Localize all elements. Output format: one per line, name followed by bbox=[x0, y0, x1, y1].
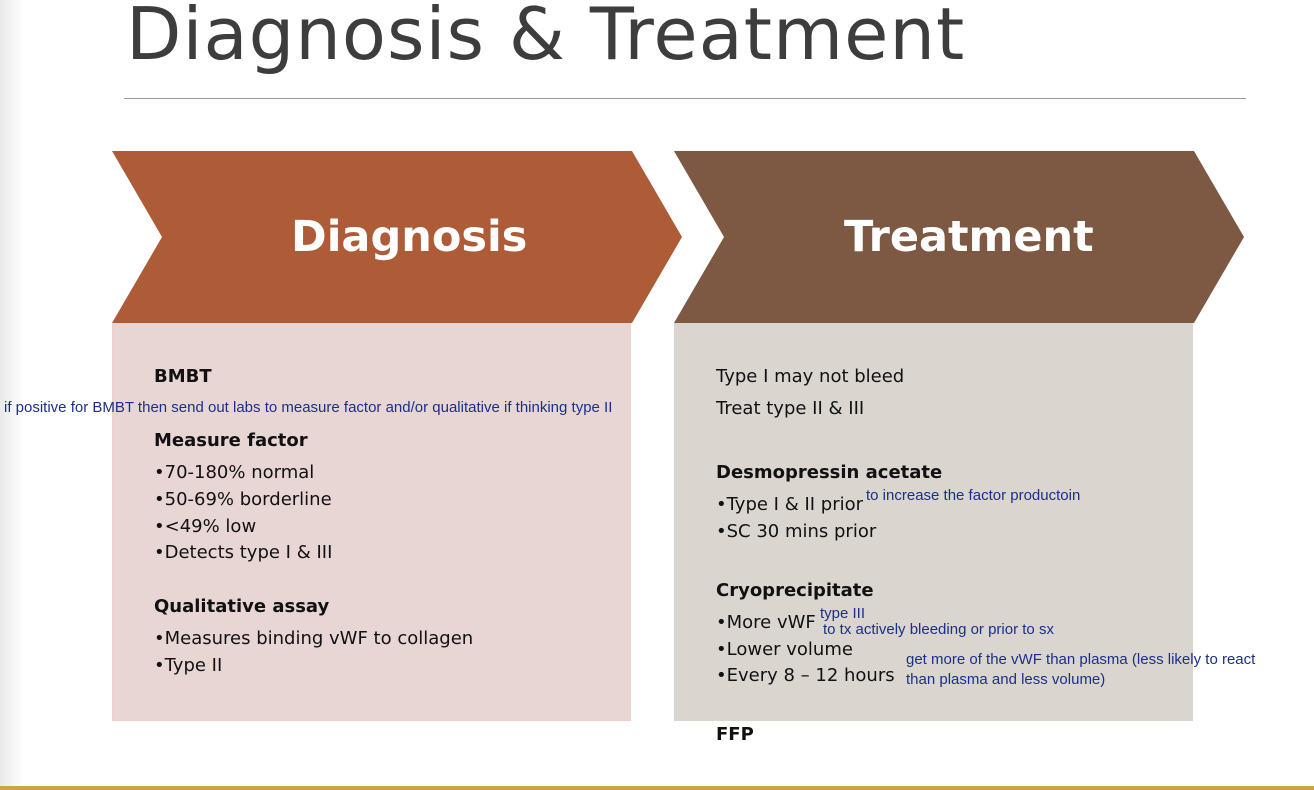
cryo-item-lower-volume: •Lower volume bbox=[716, 639, 853, 660]
treatment-heading: Treatment bbox=[844, 212, 1094, 262]
qualitative-item-type2: •Type II bbox=[154, 655, 223, 676]
treatment-line-type2-3: Treat type II & III bbox=[716, 398, 865, 419]
vwf-annotation-line2: than plasma and less volume) bbox=[906, 671, 1106, 688]
bmbt-annotation: if positive for BMBT then send out labs … bbox=[4, 399, 613, 416]
desmopressin-heading: Desmopressin acetate bbox=[716, 462, 943, 483]
measure-item-low: •<49% low bbox=[154, 516, 257, 537]
bmbt-heading: BMBT bbox=[154, 366, 212, 387]
title-divider bbox=[124, 98, 1246, 99]
diagnosis-heading: Diagnosis bbox=[291, 212, 528, 262]
cryoprecipitate-heading: Cryoprecipitate bbox=[716, 580, 874, 601]
treatment-chevron-shape bbox=[674, 151, 1244, 323]
desmo-item-type1-2: •Type I & II prior bbox=[716, 494, 864, 515]
diagnosis-chevron-shape bbox=[112, 151, 682, 323]
desmo-annotation: to increase the factor productoin bbox=[866, 487, 1081, 504]
cryo-item-every-hours: •Every 8 – 12 hours bbox=[716, 665, 895, 686]
diagnosis-chevron: Diagnosis bbox=[112, 151, 682, 323]
measure-item-borderline: •50-69% borderline bbox=[154, 489, 332, 510]
diagnosis-panel bbox=[112, 323, 631, 721]
cryo-item-more-vwf: •More vWF bbox=[716, 612, 816, 633]
type3-annotation: type III bbox=[820, 605, 866, 622]
measure-factor-heading: Measure factor bbox=[154, 430, 308, 451]
measure-item-normal: •70-180% normal bbox=[154, 462, 315, 483]
bleeding-annotation: to tx actively bleeding or prior to sx bbox=[823, 621, 1054, 638]
vwf-annotation-line1: get more of the vWF than plasma (less li… bbox=[906, 651, 1256, 668]
slide-bottom-rule bbox=[0, 786, 1314, 790]
treatment-panel bbox=[674, 323, 1193, 721]
desmo-item-sc: •SC 30 mins prior bbox=[716, 521, 877, 542]
measure-item-detects: •Detects type I & III bbox=[154, 542, 333, 563]
slide-left-shade bbox=[0, 0, 24, 790]
qualitative-item-binding: •Measures binding vWF to collagen bbox=[154, 628, 474, 649]
treatment-line-type1: Type I may not bleed bbox=[716, 366, 905, 387]
slide-title: Diagnosis & Treatment bbox=[126, 0, 966, 76]
qualitative-assay-heading: Qualitative assay bbox=[154, 596, 330, 617]
treatment-chevron: Treatment bbox=[674, 151, 1244, 323]
ffp-heading: FFP bbox=[716, 724, 754, 745]
